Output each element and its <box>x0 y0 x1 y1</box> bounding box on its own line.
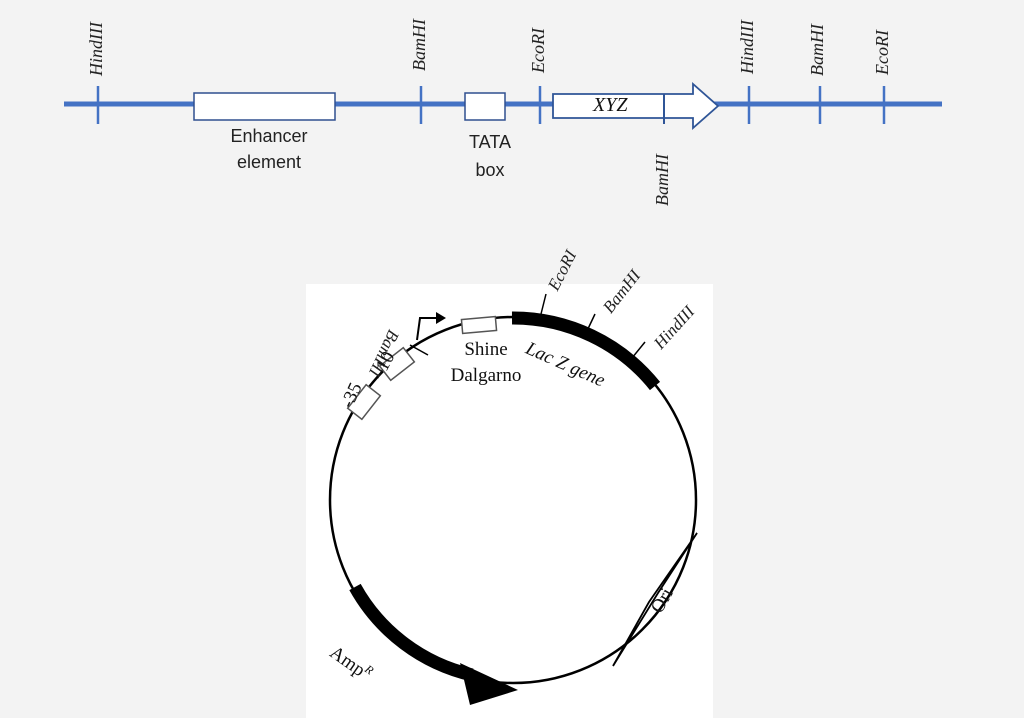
tata-label-line2: box <box>475 160 505 180</box>
plasmid-panel <box>306 284 713 718</box>
minus35-box <box>346 383 382 421</box>
plasmid-tick-bamhi <box>585 313 596 334</box>
enhancer-label-line1: Enhancer <box>230 126 308 146</box>
lacz-gene-arc <box>511 311 661 391</box>
transcription-start-arrow <box>416 317 438 341</box>
shine-dalgarno-label-line1: Shine <box>464 339 508 360</box>
minus10-box <box>378 346 416 382</box>
ori-box <box>612 532 698 667</box>
ampr-gene-arc <box>349 583 474 682</box>
ampr-arrowhead <box>460 663 518 705</box>
xyz-gene-arrow <box>552 82 720 130</box>
tata-label-line1: TATA <box>469 132 511 152</box>
shine-dalgarno-label-line2: Dalgarno <box>450 365 522 386</box>
plasmid-tick-hindiii <box>631 341 646 359</box>
plasmid-tick-bamhi-left <box>409 344 429 356</box>
enhancer-label-line2: element <box>236 152 302 172</box>
linear-map <box>64 82 942 130</box>
xyz-gene-label: XYZ <box>593 94 628 116</box>
tata-box <box>464 92 506 121</box>
enhancer-element-box <box>193 92 336 121</box>
shine-dalgarno-box <box>460 315 498 335</box>
transcription-arrowhead <box>436 312 446 324</box>
plasmid-tick-ecori <box>540 293 547 315</box>
